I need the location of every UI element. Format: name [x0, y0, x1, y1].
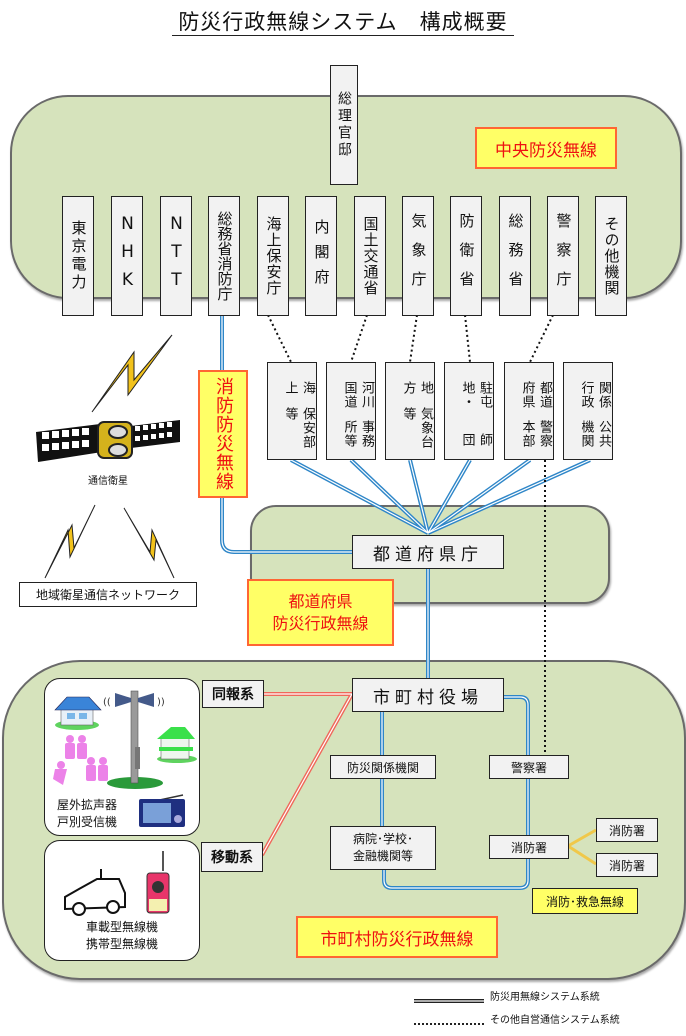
- regional-office-box-prefectural-police[interactable]: 都道府県警察本部: [504, 362, 554, 460]
- regional-office-box-garrison[interactable]: 駐屯地・師団: [444, 362, 494, 460]
- outdoor-speaker-text: 屋外拡声器 戸別受信機: [57, 798, 118, 830]
- legend-item-private-system: その他自営通信システム系統: [490, 1015, 620, 1026]
- agency-box-jma[interactable]: 気象庁: [402, 196, 434, 316]
- legend-item-radio-system: 防災用無線システム系統: [490, 992, 600, 1003]
- regional-office-box-river-road[interactable]: 河川国道事務所等: [326, 362, 376, 460]
- agency-box-others[interactable]: その他機関: [595, 196, 627, 316]
- central-radio-label: 中央防災無線: [475, 127, 617, 169]
- police-station-box[interactable]: 警察署: [489, 755, 569, 779]
- agency-box-fdma[interactable]: 総務省消防庁: [208, 196, 240, 316]
- regional-office-box-coast-guard[interactable]: 海上保安部等: [267, 362, 317, 460]
- fire-disaster-radio-label: 消防防災無線: [198, 370, 248, 498]
- satellite-label: 通信衛星: [88, 476, 128, 487]
- regional-office-box-meteorological[interactable]: 地方気象台等: [385, 362, 435, 460]
- house-icon: [157, 727, 197, 763]
- regional-satellite-network-box[interactable]: 地域衛星通信ネットワーク: [19, 582, 197, 607]
- legend: 防災用無線システム系統 その他自営通信システム系統: [490, 993, 620, 1026]
- lightning-bolt-icon: [91, 334, 173, 413]
- dotted-lines: [267, 314, 554, 755]
- prefectural-radio-label: 都道府県 防災行政無線: [247, 579, 394, 646]
- agency-box-tepco[interactable]: 東京電力: [62, 196, 94, 316]
- agency-box-cabinet-office[interactable]: 内閣府: [305, 196, 337, 316]
- lightning-bolt-icon: [123, 507, 175, 579]
- municipal-office-box[interactable]: 市町村役場: [352, 678, 504, 712]
- outdoor-speaker-card: (( )) 屋外拡声器 戸別受信機: [44, 678, 200, 836]
- fire-rescue-radio-label: 消防･救急無線: [532, 888, 638, 914]
- prefectural-office-box[interactable]: 都道府県庁: [352, 535, 504, 569]
- page-title: 防災行政無線システム 構成概要: [0, 6, 686, 36]
- agency-box-ntt[interactable]: NTT: [160, 196, 192, 316]
- mobile-system-box[interactable]: 移動系: [201, 842, 263, 872]
- satellite-icon: [36, 420, 180, 462]
- svg-text:)): )): [157, 697, 165, 708]
- hospitals-schools-box[interactable]: 病院･学校･ 金融機関等: [330, 826, 436, 870]
- agency-box-coast-guard[interactable]: 海上保安庁: [257, 196, 289, 316]
- yellow-lines: [567, 828, 597, 866]
- house-icon: [54, 696, 102, 730]
- svg-text:((: ((: [103, 697, 111, 708]
- radio-receiver-icon: [139, 794, 185, 827]
- speaker-illustration: (( )): [53, 690, 197, 827]
- fire-station-box-a[interactable]: 消防署: [596, 818, 658, 842]
- broadcast-system-box[interactable]: 同報系: [202, 680, 264, 708]
- agency-box-mod[interactable]: 防衛省: [450, 196, 482, 316]
- car-icon: [64, 869, 126, 916]
- disaster-agencies-box[interactable]: 防災関係機関: [330, 755, 436, 779]
- regional-office-box-public-agencies[interactable]: 関係行政公共機関: [563, 362, 613, 460]
- pole-speaker-icon: (( )): [103, 690, 165, 789]
- municipal-radio-label: 市町村防災行政無線: [296, 916, 498, 958]
- fire-station-box-b[interactable]: 消防署: [596, 853, 658, 877]
- vehicle-radio-illustration: [64, 851, 170, 916]
- fire-station-box[interactable]: 消防署: [489, 835, 569, 859]
- people-icon: [53, 735, 108, 785]
- agency-box-mic[interactable]: 総務省: [499, 196, 531, 316]
- vehicle-radio-text: 車載型無線機 携帯型無線機: [85, 920, 158, 952]
- agency-box-npa[interactable]: 警察庁: [547, 196, 579, 316]
- vehicle-radio-card: 車載型無線機 携帯型無線機: [44, 840, 200, 961]
- agency-box-nhk[interactable]: NHK: [111, 196, 143, 316]
- lightning-bolt-icon: [44, 504, 96, 579]
- prime-minister-office-box[interactable]: 総理官邸: [330, 65, 358, 185]
- agency-box-mlit[interactable]: 国土交通省: [354, 196, 386, 316]
- blue-double-lines: [220, 314, 591, 890]
- handheld-radio-icon: [146, 851, 170, 914]
